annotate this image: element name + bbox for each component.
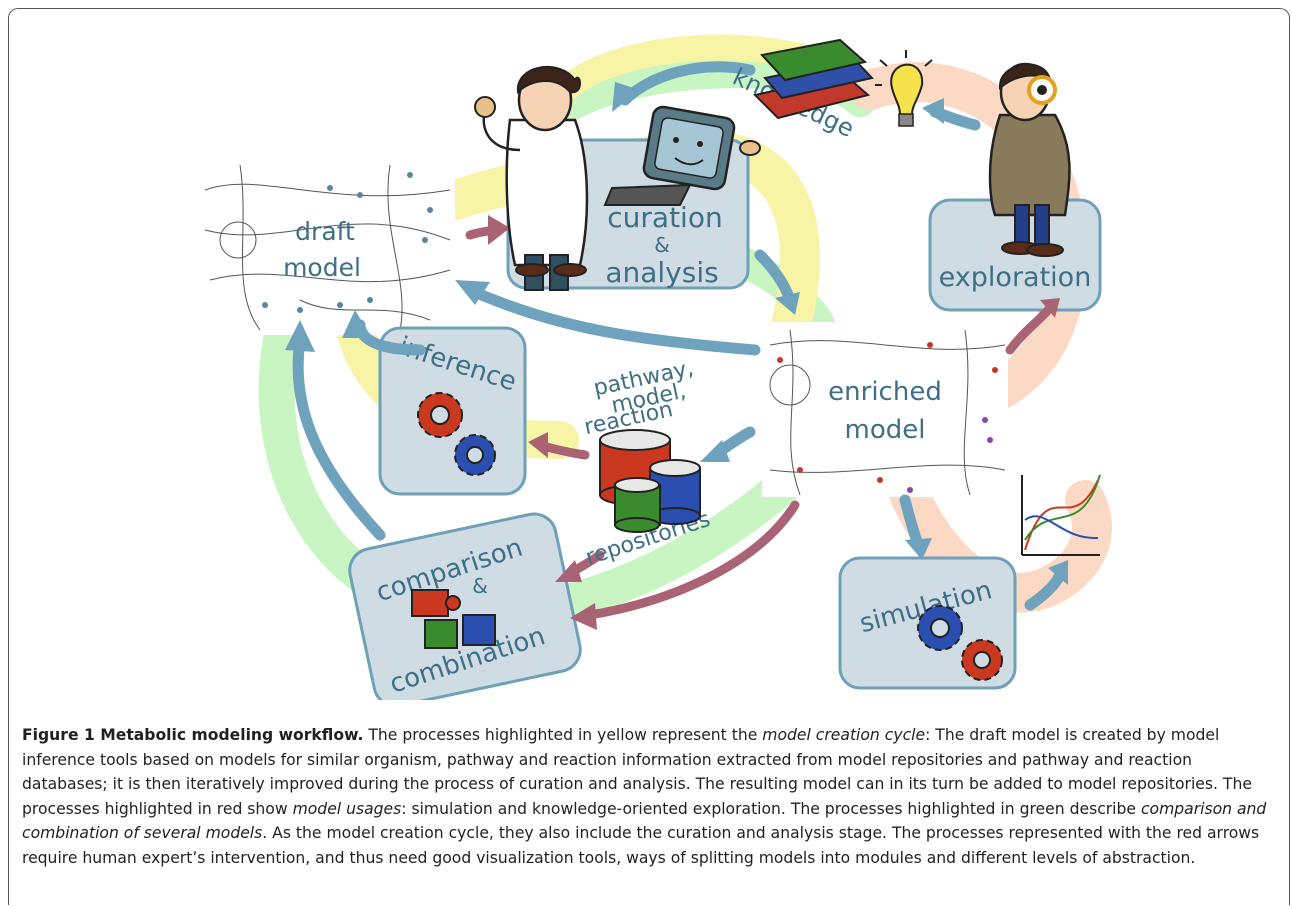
caption-title: Figure 1 Metabolic modeling workflow. <box>22 726 364 744</box>
draft-label-line2: model <box>283 253 361 282</box>
puzzle-icon <box>411 589 496 649</box>
caption-text-1: The processes highlighted in yellow repr… <box>363 726 763 744</box>
workflow-diagram: draft model enriched model curation & an… <box>200 34 1112 700</box>
draft-label-line1: draft <box>295 217 355 246</box>
comparison-box <box>348 512 582 700</box>
figure-frame <box>8 8 1290 905</box>
curation-ampersand: & <box>654 233 670 257</box>
caption-emphasis-1: model creation cycle <box>762 726 926 744</box>
plot-icon <box>1021 474 1101 556</box>
books-icon <box>753 38 874 120</box>
lightbulb-icon <box>875 50 933 127</box>
scientist-icon <box>474 65 589 291</box>
draft-model-network <box>200 160 455 335</box>
computer-icon <box>603 105 761 206</box>
comparison-ampersand: & <box>472 574 488 598</box>
analysis-label: analysis <box>605 256 718 289</box>
caption-text-2: : The draft model is created by model in… <box>22 726 1252 818</box>
exploration-label: exploration <box>939 262 1092 293</box>
curation-label: curation <box>607 201 722 234</box>
caption-emphasis-3: comparison and combination of several mo… <box>22 799 1267 843</box>
caption-text-4: . As the model creation cycle, they also… <box>22 824 1260 867</box>
red-arrowheads <box>488 215 1060 630</box>
database-icon <box>599 429 701 533</box>
enriched-label-line2: model <box>845 415 926 445</box>
enriched-model-network <box>762 322 1008 497</box>
gears-icon <box>417 392 496 476</box>
figure-caption: Figure 1 Metabolic modeling workflow. Th… <box>22 723 1277 870</box>
blue-arrowheads <box>285 82 1068 585</box>
explorer-icon <box>988 62 1071 257</box>
enriched-label-line1: enriched <box>828 377 942 407</box>
caption-text-3: : simulation and knowledge-oriented expl… <box>401 799 1141 818</box>
red-arrows <box>465 225 1053 620</box>
simulation-gears-icon <box>917 605 1003 681</box>
caption-emphasis-2: model usages <box>292 799 402 818</box>
